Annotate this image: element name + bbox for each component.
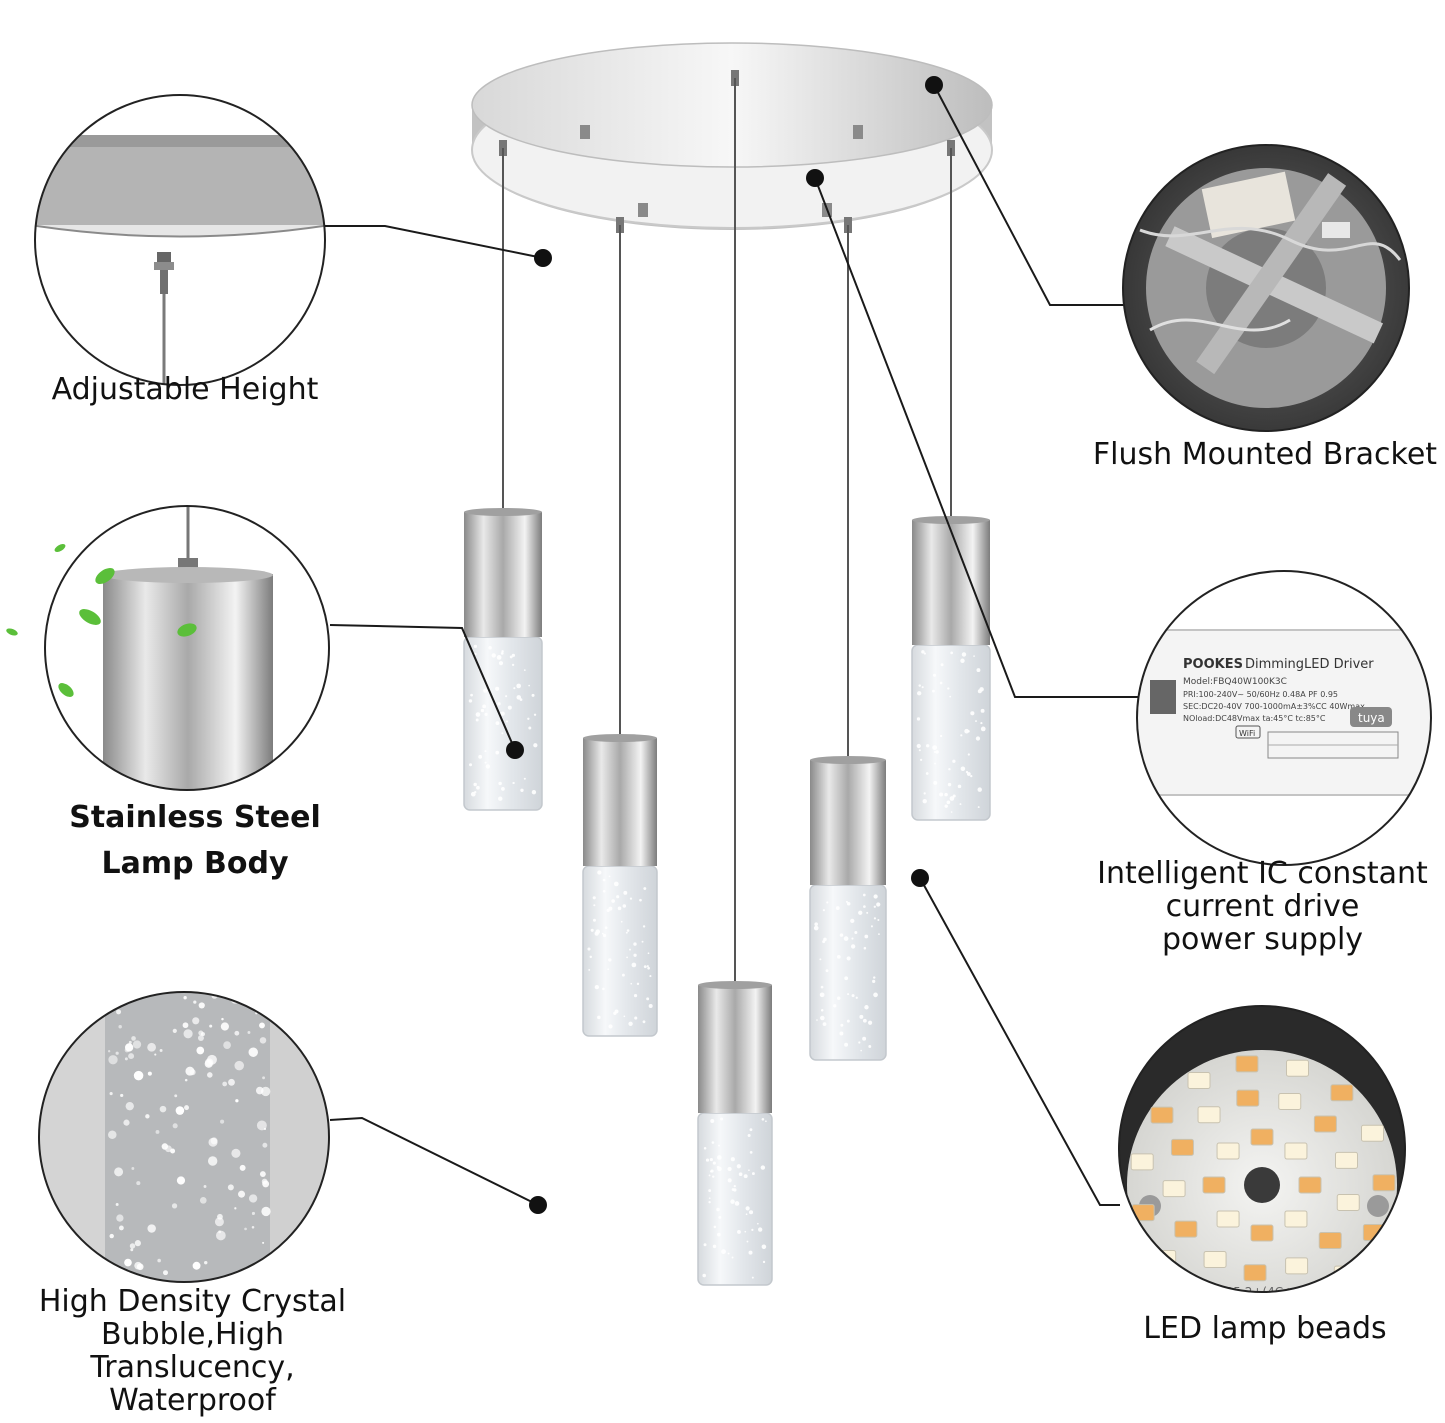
leader-crystal: [329, 1116, 539, 1206]
dot-driver: [806, 169, 824, 187]
label-line: Stainless Steel: [69, 800, 321, 835]
label-flush-bracket: Flush Mounted Bracket: [1075, 438, 1445, 471]
label-line: power supply: [1161, 922, 1364, 957]
label-line: High Density Crystal: [38, 1284, 347, 1319]
detail-led-beads: LO-2835 2+(4C+8): [1118, 1005, 1406, 1299]
driver-model: Model:FBQ40W100K3C: [1183, 677, 1287, 687]
driver-sec: SEC:DC20-40V 700-1000mA±3%CC 40Wmax: [1183, 702, 1365, 711]
callout-dots: [506, 76, 943, 1214]
label-line: Waterproof: [109, 1383, 276, 1418]
detail-crystal: [38, 991, 330, 1283]
leader-flush-bracket: [933, 84, 1124, 306]
dot-crystal: [529, 1196, 547, 1214]
detail-adjustable-height: [34, 94, 326, 386]
driver-noload: NOload:DC48Vmax ta:45°C tc:85°C: [1183, 714, 1326, 723]
label-line: Bubble,High: [101, 1317, 284, 1352]
leader-driver: [814, 177, 1138, 698]
dot-flush-bracket: [925, 76, 943, 94]
label-line: Translucency,: [90, 1350, 295, 1385]
leader-led-beads: [919, 877, 1120, 1206]
driver-tuya: tuya: [1358, 711, 1385, 725]
detail-lamp-body: [44, 505, 330, 791]
leader-adjustable-height: [325, 225, 544, 259]
pendant-lamp: [582, 217, 658, 1037]
pendant-lamp: [697, 70, 773, 1286]
callout-leaders: [325, 84, 1138, 1206]
detail-driver: POOKES DimmingLED Driver Model:FBQ40W100…: [1136, 570, 1432, 866]
label-line: Lamp Body: [101, 846, 289, 881]
detail-flush-bracket: [1122, 144, 1410, 432]
driver-pri: PRI:100-240V~ 50/60Hz 0.48A PF 0.95: [1183, 690, 1338, 699]
label-line: Intelligent IC constant: [1097, 856, 1428, 891]
driver-brand: POOKES: [1183, 657, 1243, 672]
leaf-decorations: [6, 544, 197, 697]
driver-product: DimmingLED Driver: [1245, 657, 1374, 672]
dot-adjustable-height: [534, 249, 552, 267]
ceiling-canopy: [471, 42, 993, 230]
label-line: LED lamp beads: [1143, 1311, 1387, 1346]
pendant-lamp: [911, 140, 991, 821]
dot-lamp-body: [506, 741, 524, 759]
label-line: Adjustable Height: [51, 372, 319, 407]
label-adjustable-height: Adjustable Height: [30, 373, 340, 406]
pendant-lamp: [809, 217, 887, 1061]
pendant-lamp: [463, 140, 543, 811]
led-board-text: LO-2835 2+(4C+8): [1190, 1285, 1305, 1299]
dot-led-beads: [911, 869, 929, 887]
label-line: current drive: [1165, 889, 1360, 924]
leader-lamp-body: [329, 624, 516, 751]
driver-wifi: WiFi: [1239, 729, 1255, 738]
label-led-beads: LED lamp beads: [1110, 1312, 1420, 1345]
pendant-lamps: [463, 70, 991, 1286]
label-line: Flush Mounted Bracket: [1092, 437, 1438, 472]
